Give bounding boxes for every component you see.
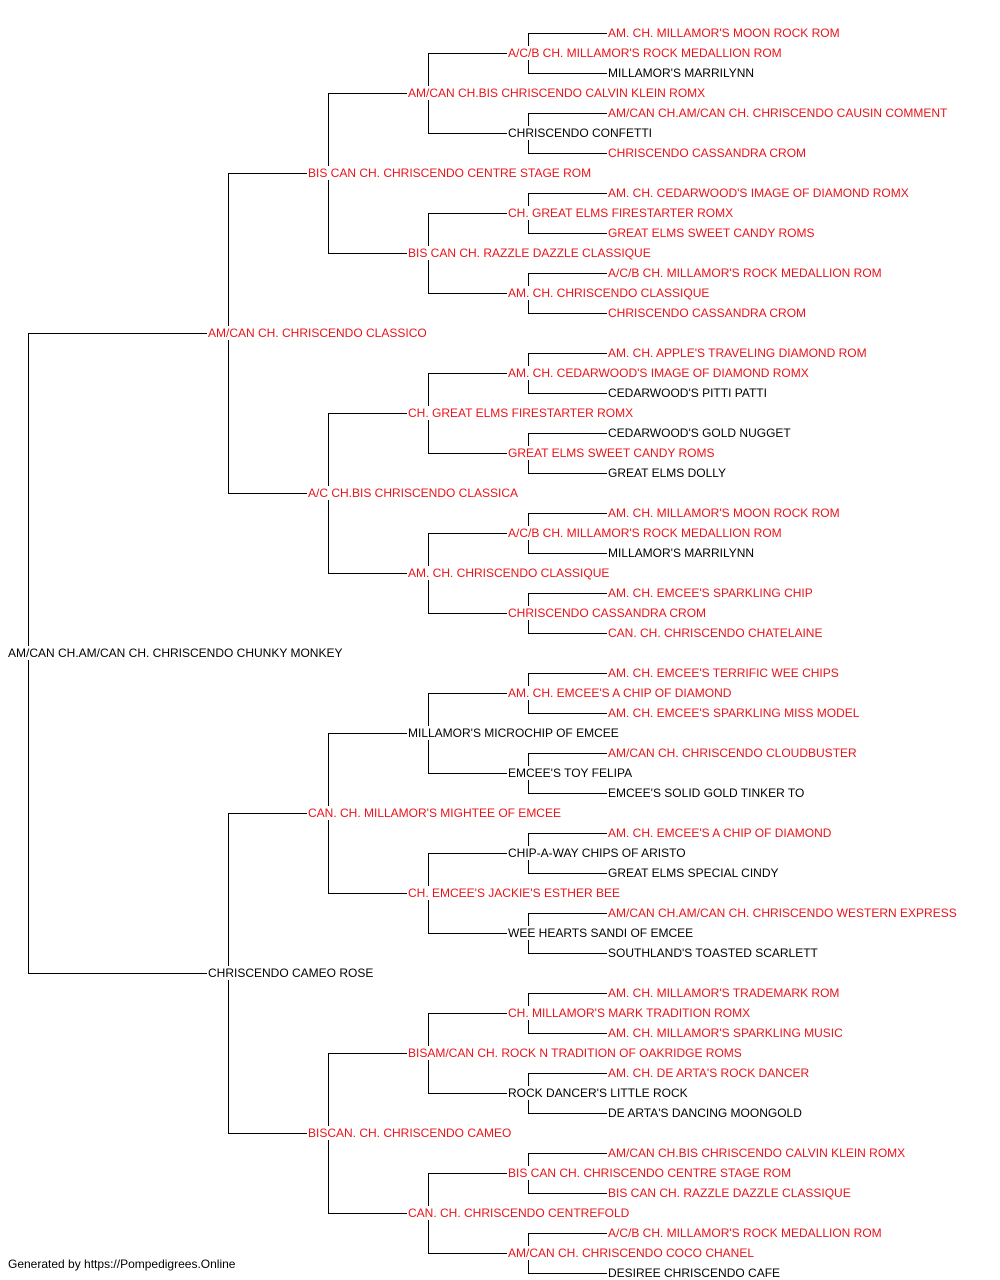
- gen5-ancestor-name: AM. CH. APPLE'S TRAVELING DIAMOND ROM: [607, 346, 868, 360]
- gen5-ancestor-name: DE ARTA'S DANCING MOONGOLD: [607, 1106, 803, 1120]
- gen4-ancestor-name: CHRISCENDO CASSANDRA CROM: [507, 606, 708, 620]
- gen5-ancestor-name: AM/CAN CH.AM/CAN CH. CHRISCENDO WESTERN …: [607, 906, 958, 920]
- gen5-ancestor-name: SOUTHLAND'S TOASTED SCARLETT: [607, 946, 819, 960]
- grandparent-name: BISCAN. CH. CHRISCENDO CAMEO: [307, 1126, 513, 1140]
- great-grandparent-name: MILLAMOR'S MICROCHIP OF EMCEE: [407, 726, 620, 740]
- gen5-ancestor-name: AM. CH. MILLAMOR'S SPARKLING MUSIC: [607, 1026, 844, 1040]
- gen5-ancestor-name: CAN. CH. CHRISCENDO CHATELAINE: [607, 626, 824, 640]
- gen5-ancestor-name: AM. CH. MILLAMOR'S MOON ROCK ROM: [607, 506, 841, 520]
- gen5-ancestor-name: BIS CAN CH. RAZZLE DAZZLE CLASSIQUE: [607, 1186, 852, 1200]
- gen5-ancestor-name: AM. CH. CEDARWOOD'S IMAGE OF DIAMOND ROM…: [607, 186, 910, 200]
- parent-name: CHRISCENDO CAMEO ROSE: [207, 966, 375, 980]
- gen5-ancestor-name: A/C/B CH. MILLAMOR'S ROCK MEDALLION ROM: [607, 266, 883, 280]
- grandparent-name: A/C CH.BIS CHRISCENDO CLASSICA: [307, 486, 520, 500]
- great-grandparent-name: AM/CAN CH.BIS CHRISCENDO CALVIN KLEIN RO…: [407, 86, 707, 100]
- parent-name: AM/CAN CH. CHRISCENDO CLASSICO: [207, 326, 428, 340]
- gen5-ancestor-name: EMCEE'S SOLID GOLD TINKER TO: [607, 786, 806, 800]
- great-grandparent-name: CAN. CH. CHRISCENDO CENTREFOLD: [407, 1206, 631, 1220]
- gen5-ancestor-name: MILLAMOR'S MARRILYNN: [607, 66, 756, 80]
- gen4-ancestor-name: AM. CH. EMCEE'S A CHIP OF DIAMOND: [507, 686, 733, 700]
- gen5-ancestor-name: DESIREE CHRISCENDO CAFE: [607, 1266, 782, 1280]
- gen4-ancestor-name: AM/CAN CH. CHRISCENDO COCO CHANEL: [507, 1246, 756, 1260]
- gen5-ancestor-name: MILLAMOR'S MARRILYNN: [607, 546, 756, 560]
- gen5-ancestor-name: AM. CH. DE ARTA'S ROCK DANCER: [607, 1066, 811, 1080]
- gen4-ancestor-name: A/C/B CH. MILLAMOR'S ROCK MEDALLION ROM: [507, 526, 783, 540]
- gen5-ancestor-name: AM. CH. EMCEE'S A CHIP OF DIAMOND: [607, 826, 833, 840]
- great-grandparent-name: BISAM/CAN CH. ROCK N TRADITION OF OAKRID…: [407, 1046, 743, 1060]
- root-dog-name: AM/CAN CH.AM/CAN CH. CHRISCENDO CHUNKY M…: [7, 646, 344, 660]
- gen5-ancestor-name: GREAT ELMS SPECIAL CINDY: [607, 866, 780, 880]
- great-grandparent-name: CH. GREAT ELMS FIRESTARTER ROMX: [407, 406, 635, 420]
- gen5-ancestor-name: AM/CAN CH.AM/CAN CH. CHRISCENDO CAUSIN C…: [607, 106, 949, 120]
- gen4-ancestor-name: AM. CH. CHRISCENDO CLASSIQUE: [507, 286, 711, 300]
- gen4-ancestor-name: CH. MILLAMOR'S MARK TRADITION ROMX: [507, 1006, 752, 1020]
- gen4-ancestor-name: ROCK DANCER'S LITTLE ROCK: [507, 1086, 689, 1100]
- gen5-ancestor-name: CEDARWOOD'S PITTI PATTI: [607, 386, 768, 400]
- gen4-ancestor-name: CHRISCENDO CONFETTI: [507, 126, 653, 140]
- great-grandparent-name: BIS CAN CH. RAZZLE DAZZLE CLASSIQUE: [407, 246, 652, 260]
- gen5-ancestor-name: CHRISCENDO CASSANDRA CROM: [607, 146, 808, 160]
- gen5-ancestor-name: CEDARWOOD'S GOLD NUGGET: [607, 426, 792, 440]
- gen4-ancestor-name: AM. CH. CEDARWOOD'S IMAGE OF DIAMOND ROM…: [507, 366, 810, 380]
- gen5-ancestor-name: AM/CAN CH.BIS CHRISCENDO CALVIN KLEIN RO…: [607, 1146, 907, 1160]
- gen5-ancestor-name: GREAT ELMS SWEET CANDY ROMS: [607, 226, 816, 240]
- great-grandparent-name: AM. CH. CHRISCENDO CLASSIQUE: [407, 566, 611, 580]
- gen4-ancestor-name: WEE HEARTS SANDI OF EMCEE: [507, 926, 695, 940]
- gen5-ancestor-name: A/C/B CH. MILLAMOR'S ROCK MEDALLION ROM: [607, 1226, 883, 1240]
- gen5-ancestor-name: AM/CAN CH. CHRISCENDO CLOUDBUSTER: [607, 746, 858, 760]
- footer-credit: Generated by https://Pompedigrees.Online: [8, 1257, 236, 1271]
- great-grandparent-name: CH. EMCEE'S JACKIE'S ESTHER BEE: [407, 886, 621, 900]
- gen4-ancestor-name: A/C/B CH. MILLAMOR'S ROCK MEDALLION ROM: [507, 46, 783, 60]
- gen4-ancestor-name: CHIP-A-WAY CHIPS OF ARISTO: [507, 846, 687, 860]
- gen5-ancestor-name: AM. CH. EMCEE'S SPARKLING CHIP: [607, 586, 814, 600]
- gen4-ancestor-name: BIS CAN CH. CHRISCENDO CENTRE STAGE ROM: [507, 1166, 793, 1180]
- gen5-ancestor-name: GREAT ELMS DOLLY: [607, 466, 728, 480]
- gen5-ancestor-name: AM. CH. MILLAMOR'S MOON ROCK ROM: [607, 26, 841, 40]
- gen5-ancestor-name: AM. CH. EMCEE'S TERRIFIC WEE CHIPS: [607, 666, 840, 680]
- grandparent-name: CAN. CH. MILLAMOR'S MIGHTEE OF EMCEE: [307, 806, 562, 820]
- gen5-ancestor-name: CHRISCENDO CASSANDRA CROM: [607, 306, 808, 320]
- grandparent-name: BIS CAN CH. CHRISCENDO CENTRE STAGE ROM: [307, 166, 593, 180]
- gen4-ancestor-name: CH. GREAT ELMS FIRESTARTER ROMX: [507, 206, 735, 220]
- gen4-ancestor-name: EMCEE'S TOY FELIPA: [507, 766, 634, 780]
- gen4-ancestor-name: GREAT ELMS SWEET CANDY ROMS: [507, 446, 716, 460]
- gen5-ancestor-name: AM. CH. EMCEE'S SPARKLING MISS MODEL: [607, 706, 861, 720]
- gen5-ancestor-name: AM. CH. MILLAMOR'S TRADEMARK ROM: [607, 986, 841, 1000]
